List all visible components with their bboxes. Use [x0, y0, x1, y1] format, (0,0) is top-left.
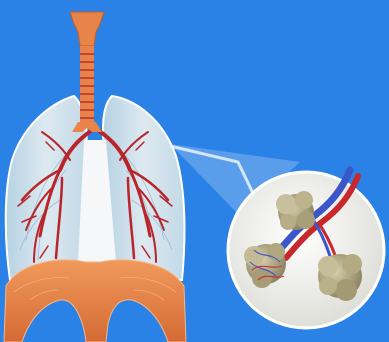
alveolar-sac-top	[276, 191, 315, 230]
alveolar-sac-right	[318, 254, 362, 301]
alveoli-icon	[228, 170, 384, 328]
